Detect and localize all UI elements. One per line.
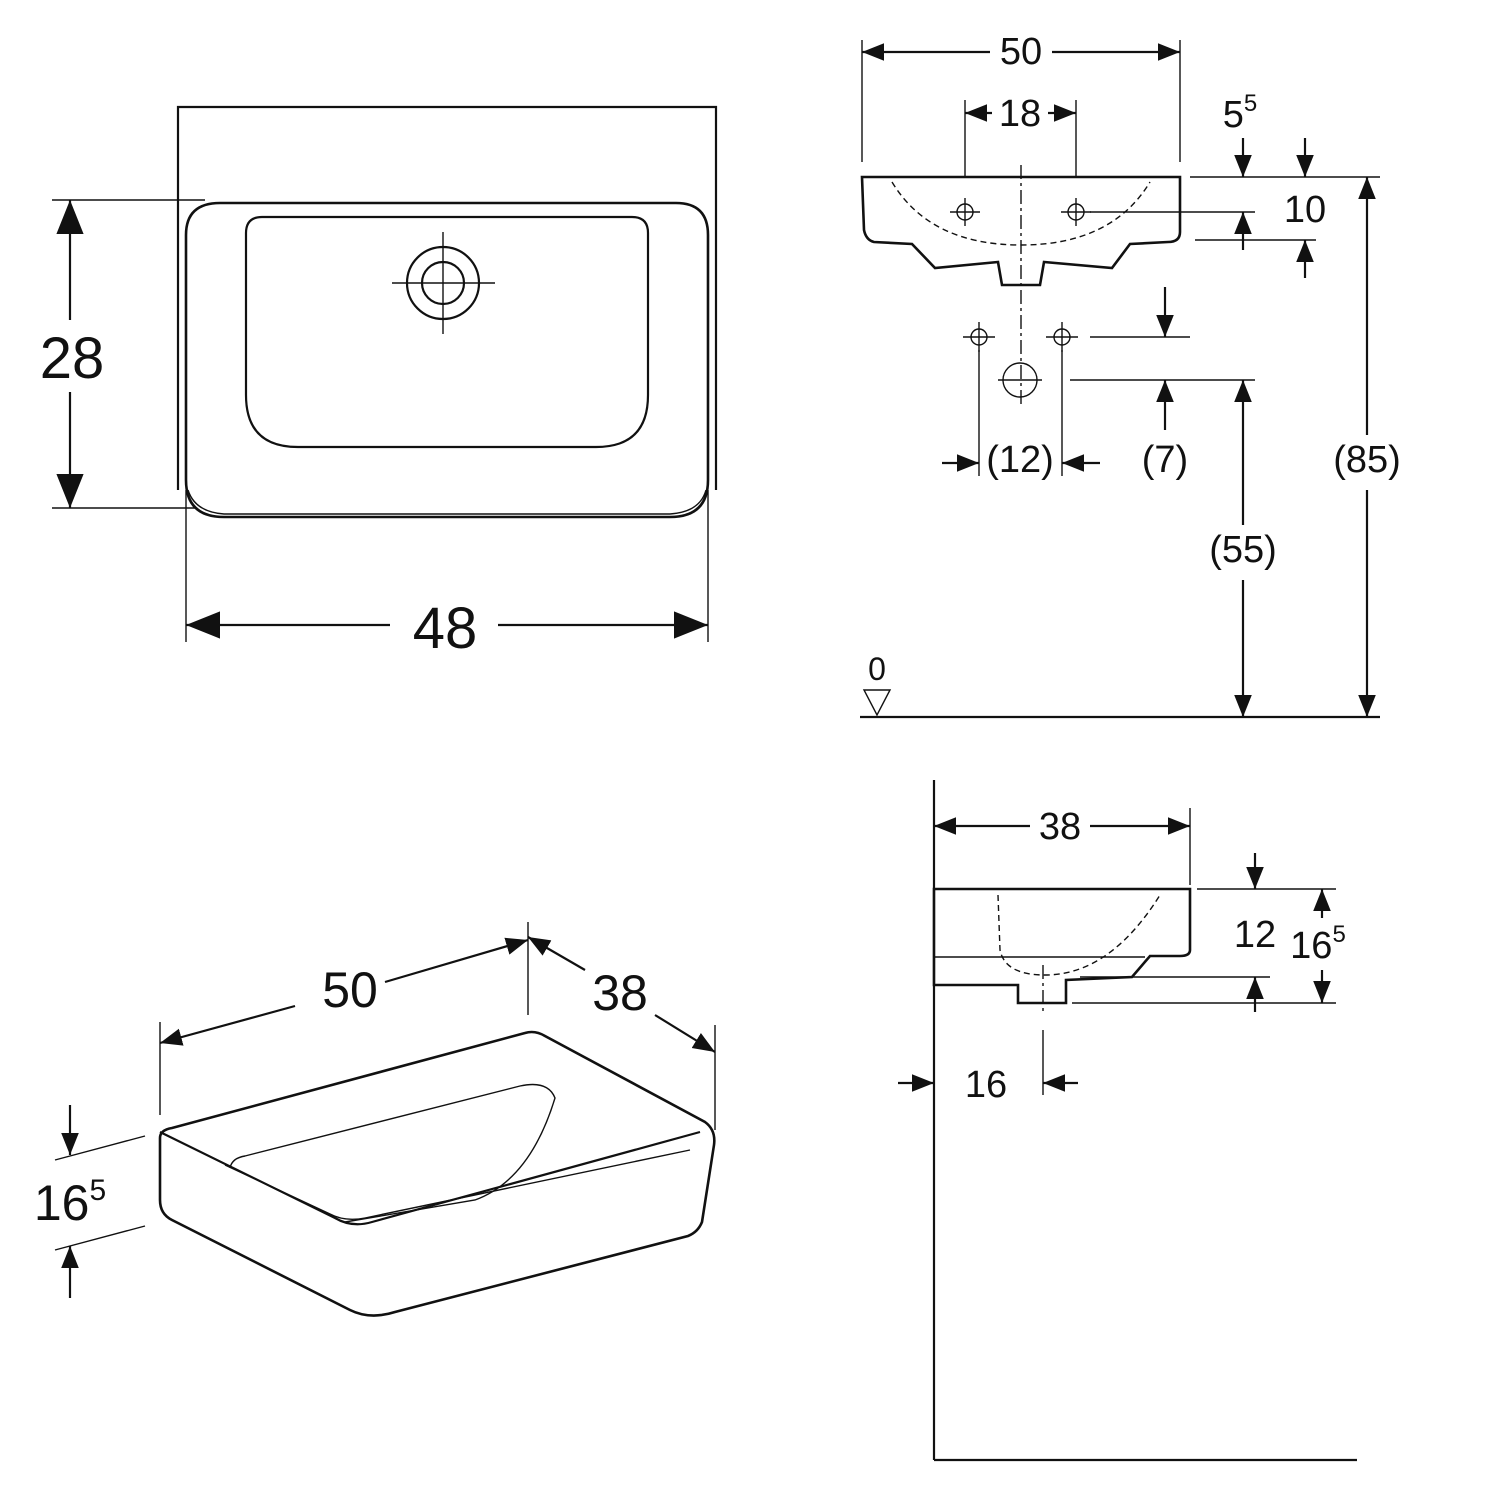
- iso-width-label: 50: [322, 962, 378, 1018]
- supply-hole-icon: [963, 322, 995, 352]
- projection-label: 38: [1039, 806, 1081, 848]
- basin-outline-back: [176, 105, 718, 490]
- supply-hole-icon: [1046, 322, 1078, 352]
- isometric-view: 50 38 165: [34, 922, 716, 1317]
- rim-offset-label: 55: [1223, 90, 1258, 136]
- depth-label: 28: [40, 326, 105, 391]
- tap-hole-icon: [1061, 198, 1091, 226]
- floor-level-icon: [862, 689, 892, 717]
- iso-height-label: 165: [34, 1174, 106, 1231]
- basin-rim: [184, 201, 710, 519]
- side-view: 38 12 165 16: [898, 780, 1357, 1462]
- basin-side: [932, 887, 1192, 1005]
- outlet-spacing-label: (12): [986, 439, 1054, 481]
- floor-level-label: 0: [868, 651, 886, 687]
- rim-floor-height-label: (85): [1333, 439, 1401, 481]
- tap-spacing-label: 18: [999, 93, 1041, 135]
- drain-icon: [392, 232, 495, 334]
- rim-height-label: 10: [1284, 189, 1326, 231]
- iso-depth-label: 38: [592, 965, 648, 1021]
- basin-body: [158, 1030, 716, 1317]
- total-height-label: 165: [1290, 921, 1346, 967]
- front-width-label: 50: [1000, 31, 1042, 73]
- basin-bowl: [244, 215, 650, 449]
- bowl-depth-label: 12: [1234, 914, 1276, 956]
- basin-front: [860, 175, 1182, 287]
- top-view: 28 48: [40, 105, 718, 661]
- front-view: 50 18 55 10: [860, 31, 1401, 719]
- tap-hole-icon: [950, 198, 980, 226]
- outlet-height-label: (55): [1209, 529, 1277, 571]
- width-label: 48: [413, 596, 478, 661]
- waste-offset-label: 16: [965, 1064, 1007, 1106]
- outlet-offset-label: (7): [1142, 439, 1188, 481]
